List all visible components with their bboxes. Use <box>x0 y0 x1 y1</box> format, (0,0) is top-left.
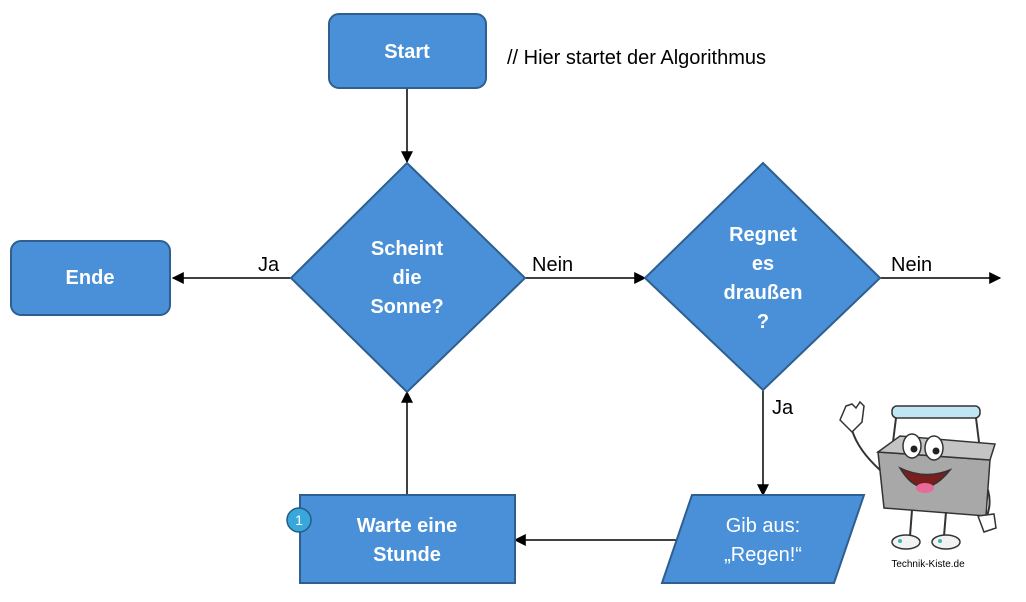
wait-line-1: Warte eine <box>357 515 457 537</box>
output-line-1: Gib aus: <box>726 515 800 537</box>
decision-rain-line-1: Regnet <box>729 224 797 246</box>
toolbox-mascot-logo: Technik-Kiste.de <box>839 400 997 570</box>
decision-sun-line-2: die <box>393 267 422 289</box>
decision-rain: Regnet es draußen ? <box>643 161 882 392</box>
decision-sun: Scheint die Sonne? <box>289 161 527 394</box>
wait-line-2: Stunde <box>373 544 441 566</box>
edge-label-rain-yes: Ja <box>772 397 794 419</box>
edge-label-rain-no: Nein <box>891 254 932 276</box>
wait-node: Warte eine Stunde <box>299 494 516 584</box>
decision-rain-line-2: es <box>752 253 774 275</box>
start-node: Start <box>328 13 487 89</box>
edge-label-sun-yes: Ja <box>258 254 280 276</box>
edge-label-sun-no: Nein <box>532 254 573 276</box>
logo-caption: Technik-Kiste.de <box>891 559 965 570</box>
decision-rain-line-3: draußen <box>724 282 803 304</box>
decision-sun-line-1: Scheint <box>371 238 444 260</box>
decision-rain-line-4: ? <box>757 311 769 333</box>
end-label: Ende <box>66 267 115 289</box>
output-node: Gib aus: „Regen!“ <box>660 494 866 584</box>
step-badge: 1 <box>286 507 312 533</box>
step-badge-number: 1 <box>295 512 303 528</box>
output-line-2: „Regen!“ <box>724 544 802 566</box>
start-label: Start <box>384 41 430 63</box>
start-comment: // Hier startet der Algorithmus <box>507 47 766 69</box>
end-node: Ende <box>10 240 171 316</box>
decision-sun-line-3: Sonne? <box>370 296 443 318</box>
